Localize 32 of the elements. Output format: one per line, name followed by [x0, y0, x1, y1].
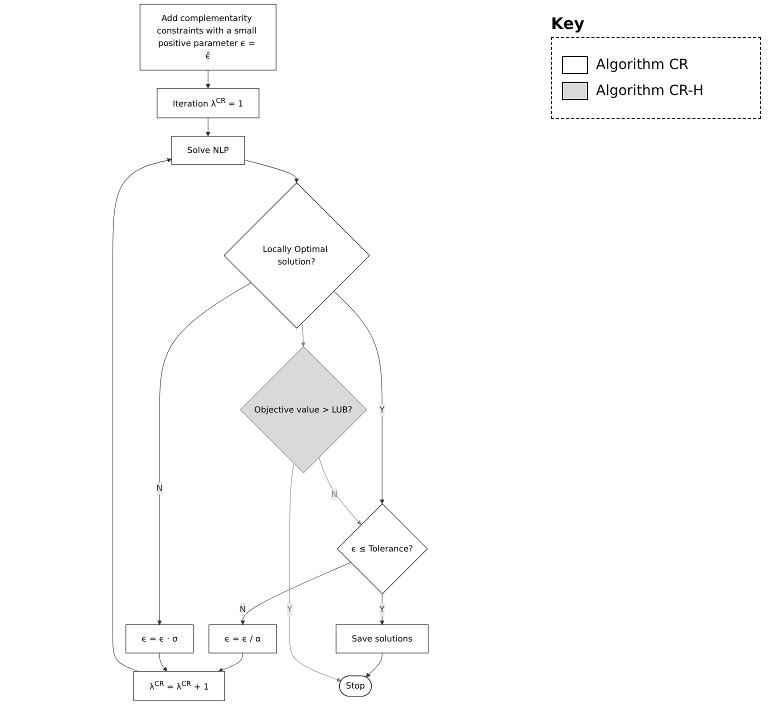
node-box: Save solutions: [336, 624, 428, 654]
node-box: Iteration λ$^{CR}$ = 1: [156, 88, 260, 118]
edge-label: N: [156, 483, 163, 494]
arrow: [318, 457, 362, 526]
node-diamond: ϵ ≤ Tolerance?: [336, 503, 428, 594]
arrow: [206, 70, 210, 89]
arrow: [206, 118, 210, 136]
arrow: [112, 158, 172, 672]
legend-text: Algorithm CR-H: [596, 83, 704, 99]
node-box: λ$^{CR}$ = λ$^{CR}$ + 1: [133, 671, 225, 702]
legend-text: Algorithm CR: [596, 57, 689, 73]
edge-label: N: [240, 604, 246, 614]
arrow: [333, 290, 384, 504]
node-box: Solve NLP: [171, 136, 245, 165]
edge-label: N: [331, 489, 338, 500]
node-box: ϵ = ϵ / α: [208, 624, 277, 654]
arrow: [240, 562, 351, 625]
node-diamond: Locally Optimal solution?: [224, 182, 370, 329]
node-diamond: Objective value > LUB?: [240, 346, 368, 474]
edge-label: Y: [287, 604, 292, 614]
arrow: [301, 322, 306, 347]
edge-label: Y: [380, 404, 385, 414]
arrow: [366, 652, 382, 678]
node-box: ϵ = ϵ · σ: [126, 624, 194, 654]
arrow: [218, 652, 244, 672]
arrow: [289, 463, 342, 682]
node-box: Add complementarity constraints with a small positive parameter ϵ = ϵ̂: [140, 4, 276, 70]
arrow: [244, 160, 299, 183]
legend-heading: Key: [551, 14, 586, 33]
arrow: [159, 652, 168, 672]
edge-label: Y: [380, 604, 385, 614]
arrow: [157, 282, 252, 625]
